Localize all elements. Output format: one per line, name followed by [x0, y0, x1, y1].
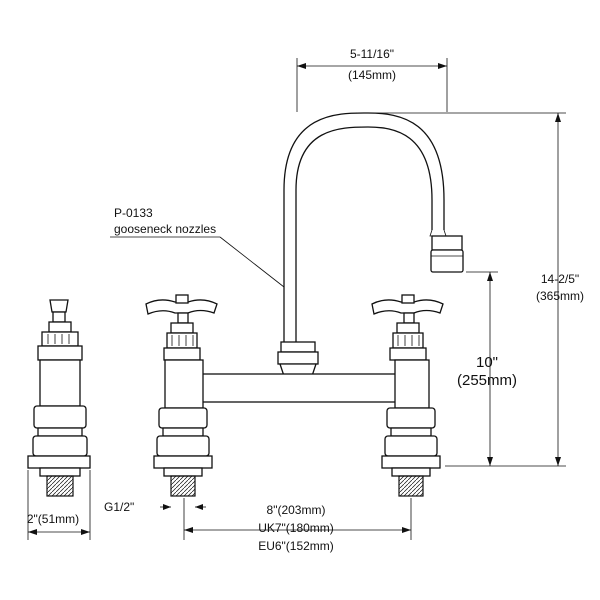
nozzle-description: gooseneck nozzles [114, 222, 216, 236]
nozzle-leader-line [110, 236, 285, 288]
dim-total-height [370, 112, 566, 467]
nozzle-part-number: P-0133 [114, 206, 153, 220]
thread-size-label: G1/2" [104, 500, 134, 514]
spout-height-metric: (255mm) [457, 372, 517, 389]
shank-width-label: 2"(51mm) [27, 512, 79, 526]
centers-line-2: UK7"(180mm) [258, 521, 334, 535]
centers-line-3: EU6"(152mm) [258, 539, 334, 553]
centers-line-1: 8"(203mm) [267, 503, 326, 517]
gooseneck-spout [283, 112, 464, 350]
dim-thread [160, 504, 206, 510]
spout-height-imperial: 10" [476, 354, 498, 371]
side-view-valve [27, 299, 91, 497]
right-valve-assembly [371, 294, 444, 497]
total-height-metric: (365mm) [536, 289, 584, 303]
dim-spout-reach [296, 58, 448, 112]
spout-reach-metric: (145mm) [348, 68, 396, 82]
spout-reach-imperial: 5-11/16" [350, 47, 394, 61]
left-valve-assembly [145, 294, 218, 497]
total-height-imperial: 14-2/5" [541, 272, 579, 286]
dim-centers [183, 498, 412, 540]
bridge-pipe [199, 373, 399, 403]
dim-spout-height [466, 271, 498, 466]
dim-shank-width [27, 470, 91, 540]
